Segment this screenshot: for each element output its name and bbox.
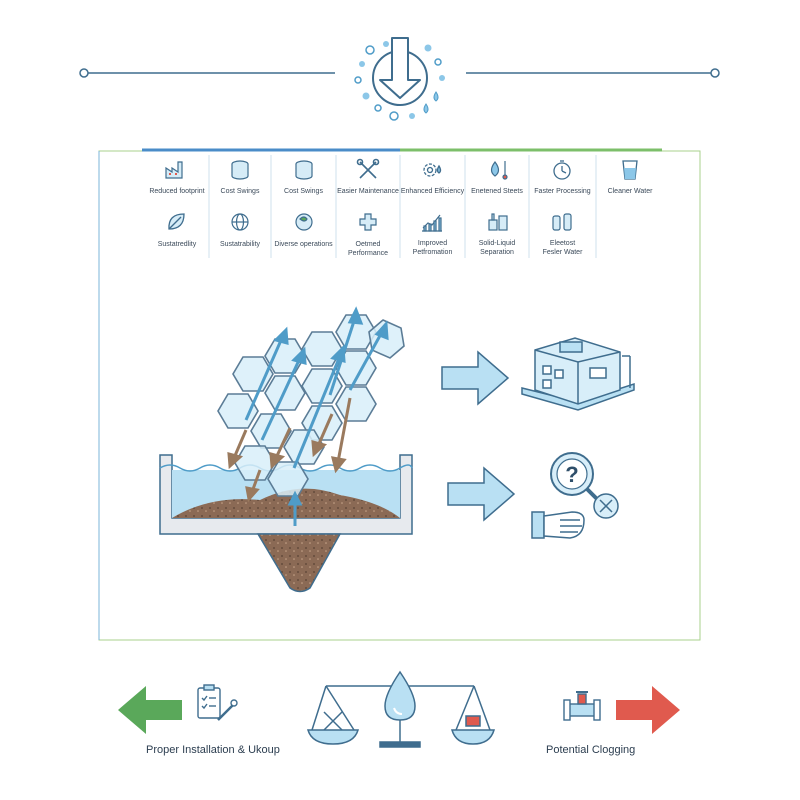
benefit-label: Sustatrability xyxy=(219,241,261,248)
clear-water-up-arrows xyxy=(244,306,389,526)
checklist-wrench-icon xyxy=(197,684,238,721)
benefit-label: Faster Processing xyxy=(534,188,591,195)
benefit-label-line: Eleetost xyxy=(549,240,576,247)
main-frame xyxy=(98,148,701,641)
arrow-to-building xyxy=(441,350,510,406)
green-left-arrow xyxy=(118,686,182,734)
benefit-label: Cost Swings xyxy=(220,188,260,195)
hand-icon xyxy=(531,511,585,539)
benefit-label-line: Fesler Water xyxy=(542,249,583,256)
footer-graphic xyxy=(118,670,680,748)
benefit-label: Reduced footprint xyxy=(149,188,205,195)
puzzle-drop-icon xyxy=(359,213,377,231)
benefit-label-line: Solid-Liquid xyxy=(478,240,516,247)
globe-leaf-icon xyxy=(295,213,313,231)
benefit-label-line: Petfromation xyxy=(412,249,453,256)
water-flow-down-icon xyxy=(354,37,445,121)
globe-gear-icon xyxy=(231,213,249,231)
sediment-down-arrows xyxy=(227,397,352,503)
benefit-label: Enetened Steets xyxy=(471,188,523,195)
benefit-label: Diverse operations xyxy=(274,241,333,248)
benefit-label-two-line: Eleetost Fesler Water xyxy=(529,239,596,257)
benefit-label: Oetmed Performance xyxy=(347,241,389,257)
plant-icon xyxy=(488,213,508,231)
footer-right-label: Potential Clogging xyxy=(546,744,636,756)
factory-icon xyxy=(165,161,183,179)
balance-scale-icon xyxy=(307,670,495,748)
header-graphic xyxy=(79,37,720,121)
benefit-label-line: Separation xyxy=(480,249,514,256)
red-right-arrow xyxy=(616,686,680,734)
header-left-line xyxy=(79,68,335,78)
treatment-building-icon xyxy=(521,337,635,411)
tanks-icon xyxy=(552,213,572,231)
header-right-line xyxy=(466,68,720,78)
stopwatch-icon xyxy=(553,160,571,180)
blocked-icon xyxy=(593,493,619,519)
settler-diagram: ? xyxy=(159,306,635,593)
svg-text:?: ? xyxy=(565,462,578,487)
growth-chart-icon xyxy=(422,214,442,232)
benefit-label-two-line: Solid-Liquid Separation xyxy=(465,239,529,257)
benefits-grid xyxy=(165,155,638,258)
lamella-honeycomb xyxy=(217,314,405,497)
benefit-label: Easier Maintenance xyxy=(337,188,399,195)
glass-icon xyxy=(622,160,638,180)
wrench-screwdriver-icon xyxy=(356,158,380,179)
coin-stack-icon xyxy=(295,160,313,180)
benefit-label: Enhanced Efficiency xyxy=(400,188,465,195)
leaf-icon xyxy=(168,213,185,230)
benefit-label-line: Improved xyxy=(417,240,448,247)
benefit-label: Cleaner Water xyxy=(607,188,653,195)
benefit-label: Sustatredlity xyxy=(157,241,197,248)
gear-drop-icon xyxy=(423,163,442,177)
arrow-to-inspection xyxy=(447,466,516,522)
drop-thermometer-icon xyxy=(490,161,508,180)
sludge-hopper xyxy=(256,533,342,593)
grid-dividers xyxy=(208,155,597,258)
coin-stack-icon xyxy=(231,160,249,180)
benefit-label: Cost Swings xyxy=(284,188,323,195)
question-magnifier-icon: ? xyxy=(550,452,602,504)
footer-left-label: Proper Installation & Ukoup xyxy=(146,744,280,756)
benefit-label-two-line: Improved Petfromation xyxy=(400,239,465,257)
clogged-pipe-icon xyxy=(563,691,601,721)
